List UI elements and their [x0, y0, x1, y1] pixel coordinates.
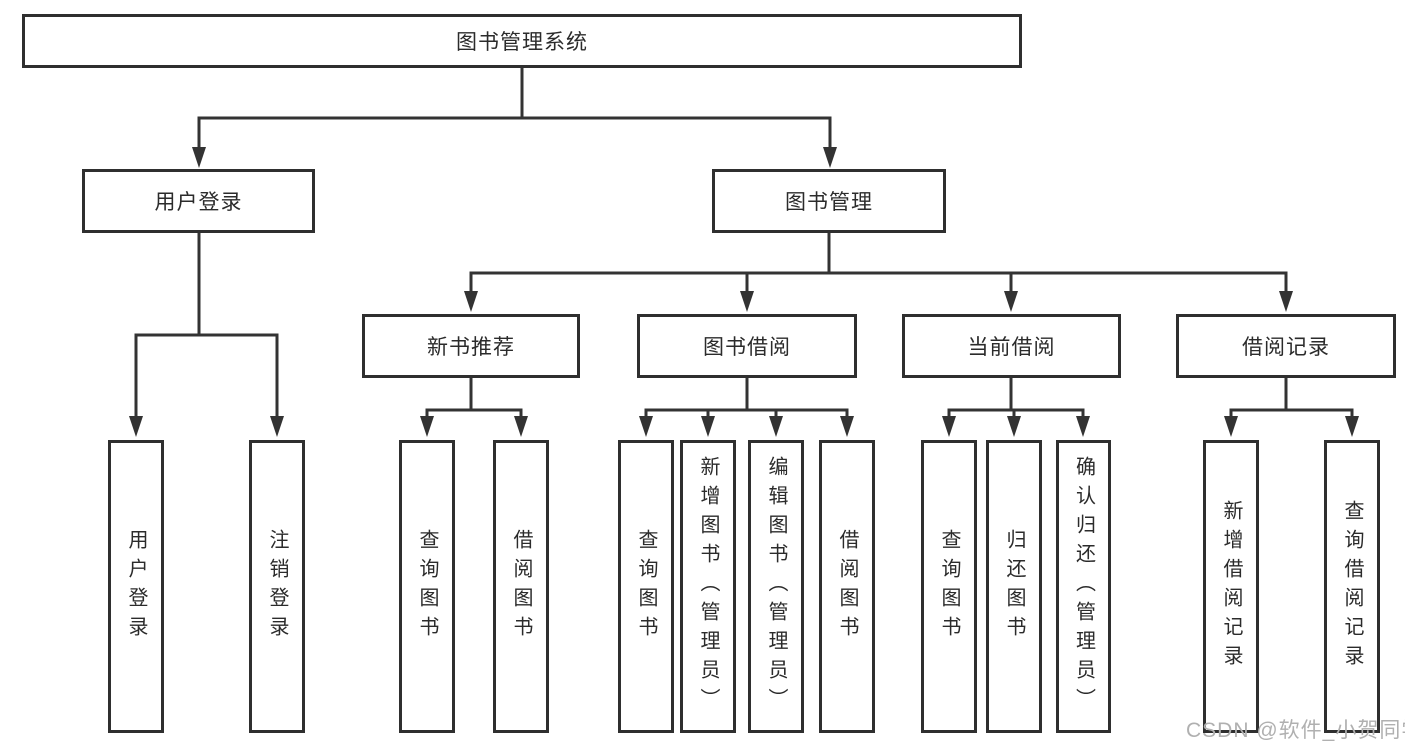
node-label: 确认归还（管理员） — [1072, 456, 1095, 717]
node-library-management-system: 图书管理系统 — [22, 14, 1022, 68]
node-label: 查询借阅记录 — [1341, 499, 1363, 674]
node-user-login-branch: 用户登录 — [82, 169, 315, 233]
leaf-logout: 注销登录 — [249, 440, 305, 733]
leaf-query-borrow-record: 查询借阅记录 — [1324, 440, 1380, 733]
node-label: 查询图书 — [416, 528, 438, 645]
node-current-borrowing: 当前借阅 — [902, 314, 1121, 378]
node-label: 图书管理系统 — [456, 31, 588, 54]
node-book-borrowing: 图书借阅 — [637, 314, 857, 378]
node-label: 借阅图书 — [836, 528, 858, 645]
node-label: 图书管理 — [785, 191, 873, 214]
node-label: 用户登录 — [125, 528, 147, 645]
node-book-management: 图书管理 — [712, 169, 946, 233]
leaf-return-books: 归还图书 — [986, 440, 1042, 733]
leaf-query-books-recommend: 查询图书 — [399, 440, 455, 733]
leaf-user-login: 用户登录 — [108, 440, 164, 733]
leaf-query-books-borrowing: 查询图书 — [618, 440, 674, 733]
node-label: 新增借阅记录 — [1220, 499, 1242, 674]
leaf-borrow-books-recommend: 借阅图书 — [493, 440, 549, 733]
node-label: 用户登录 — [154, 191, 243, 214]
node-label: 新增图书（管理员） — [697, 456, 719, 717]
node-label: 编辑图书（管理员） — [765, 456, 787, 717]
node-label: 借阅图书 — [510, 528, 532, 645]
node-label: 当前借阅 — [967, 336, 1056, 359]
node-label: 新书推荐 — [427, 336, 515, 359]
csdn-watermark: CSDN @软件_小贺同学 — [1186, 719, 1405, 742]
leaf-add-borrow-record: 新增借阅记录 — [1203, 440, 1259, 733]
node-borrowing-records: 借阅记录 — [1176, 314, 1396, 378]
node-label: 查询图书 — [938, 528, 960, 645]
node-label: 注销登录 — [266, 528, 288, 645]
node-label: 借阅记录 — [1242, 336, 1330, 359]
node-label: 查询图书 — [635, 528, 657, 645]
node-new-book-recommendation: 新书推荐 — [362, 314, 580, 378]
leaf-add-books-admin: 新增图书（管理员） — [680, 440, 736, 733]
node-label: 图书借阅 — [703, 336, 791, 359]
leaf-query-books-current: 查询图书 — [921, 440, 977, 733]
leaf-edit-books-admin: 编辑图书（管理员） — [748, 440, 804, 733]
leaf-confirm-return-admin: 确认归还（管理员） — [1056, 440, 1111, 733]
leaf-borrow-books: 借阅图书 — [819, 440, 875, 733]
node-label: 归还图书 — [1003, 528, 1025, 645]
